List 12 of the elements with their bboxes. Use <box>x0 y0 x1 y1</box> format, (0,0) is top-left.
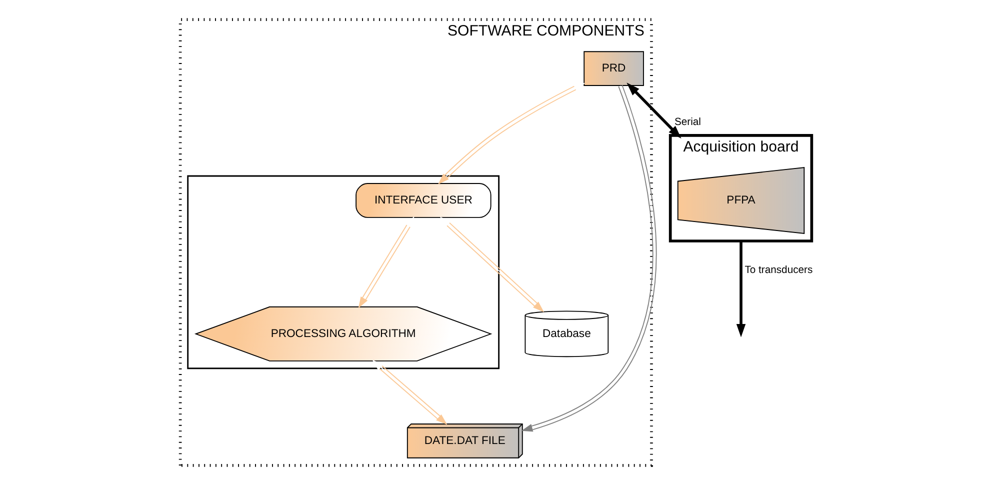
arrow <box>736 241 746 338</box>
arrow <box>372 360 448 425</box>
arrow <box>440 216 544 312</box>
edge-label: Serial <box>674 116 701 128</box>
node-box: INTERFACE USER <box>356 183 492 218</box>
arrow <box>358 216 414 308</box>
arrow <box>521 84 657 432</box>
edge-label: To transducers <box>744 264 813 276</box>
arrow <box>438 82 586 184</box>
arrow <box>626 82 682 139</box>
node-box: PFPA <box>677 166 805 234</box>
node-box: PRD <box>584 51 644 86</box>
